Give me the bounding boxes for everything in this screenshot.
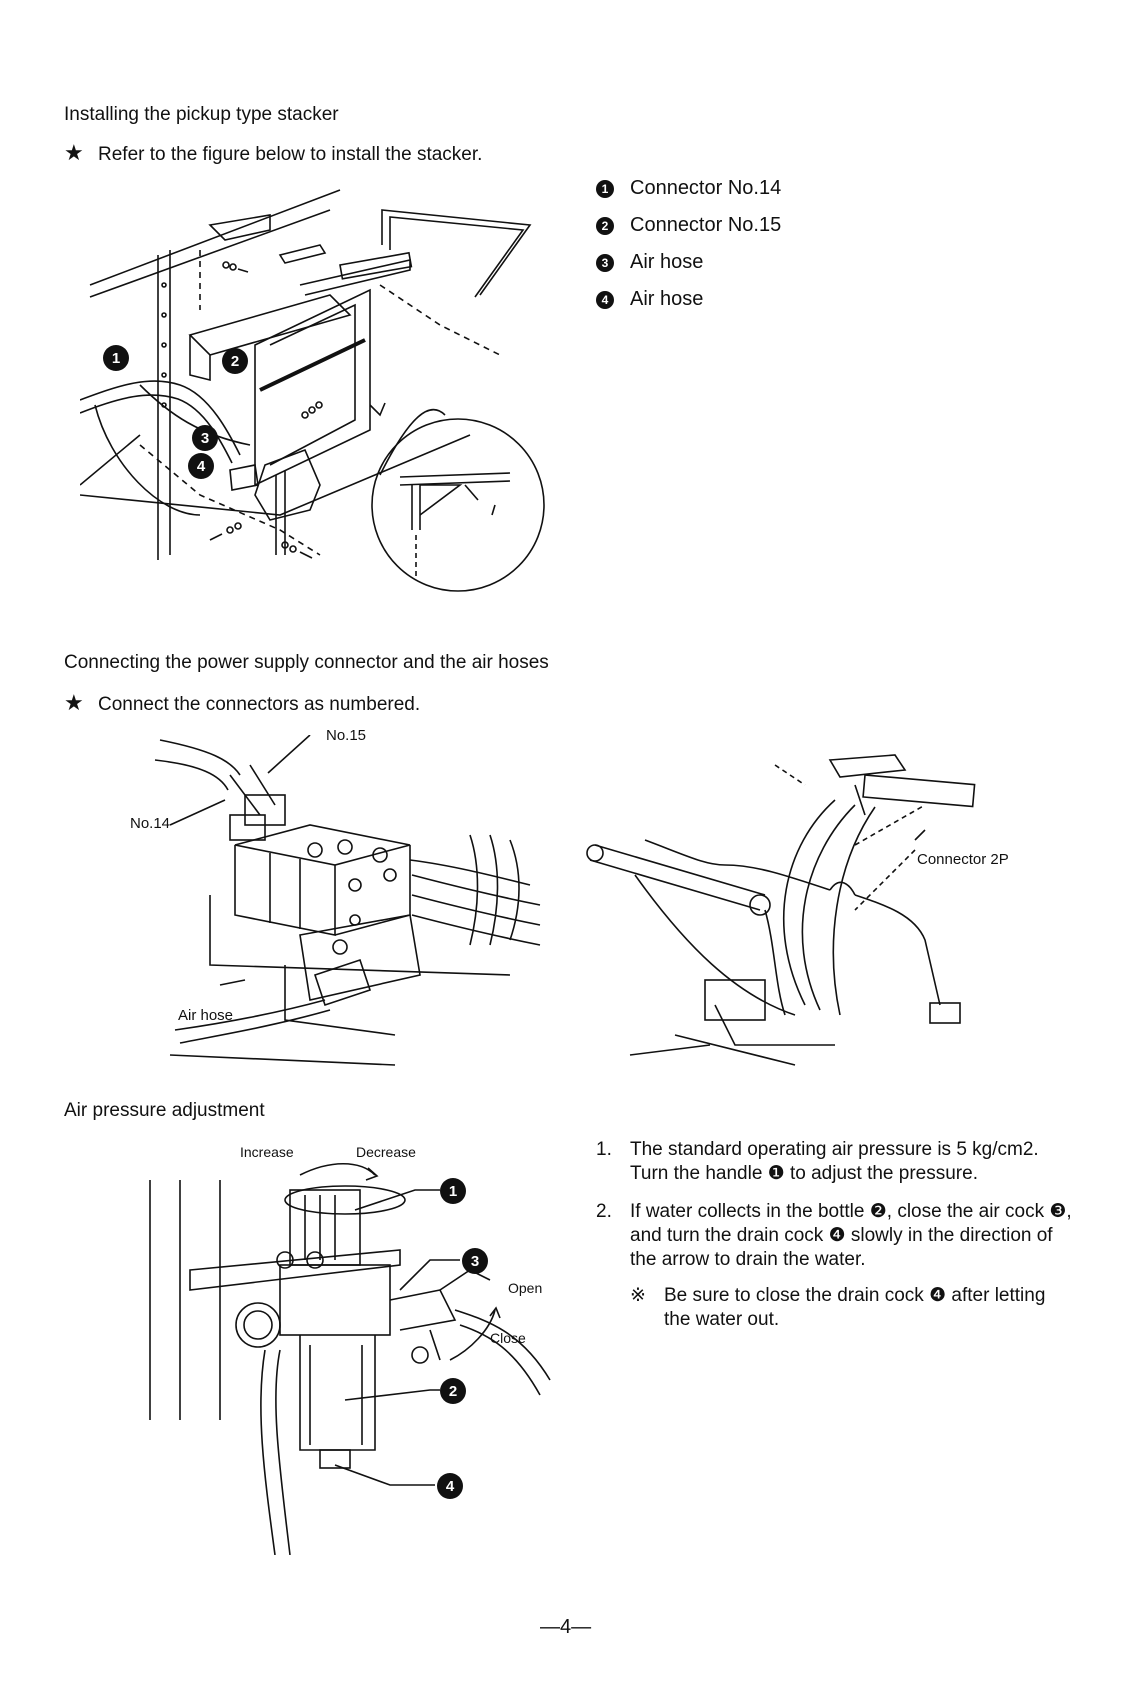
callout-3-icon: 3 <box>192 425 218 451</box>
label-no14: No.14 <box>130 815 171 832</box>
step-text: If water collects in the bottle ❷, close… <box>630 1201 1072 1270</box>
callout-2-icon: 2 <box>596 216 614 235</box>
section2-title: Connecting the power supply connector an… <box>64 652 549 673</box>
legend-item: 4 Air hose <box>596 281 876 318</box>
label-increase: Increase <box>240 1144 294 1160</box>
section1-instruction: Refer to the figure below to install the… <box>98 144 483 165</box>
callout-legend: 1 Connector No.14 2 Connector No.15 3 Ai… <box>596 170 876 318</box>
step-1: 1. The standard operating air pressure i… <box>596 1138 1076 1186</box>
callout-3-icon: 3 <box>596 253 614 272</box>
star-icon: ★ <box>64 140 84 165</box>
callout-2-icon: 2 <box>440 1378 466 1404</box>
connector-valve-figure: No.15 No.14 Air hose <box>130 727 570 1080</box>
label-close: Close <box>490 1330 526 1346</box>
stacker-installation-figure: 1 2 3 4 <box>80 185 590 630</box>
label-connector-2p: Connector 2P <box>917 851 1009 868</box>
step-number: 2. <box>596 1201 612 1222</box>
cylinder-connector-figure: Connector 2P <box>585 745 1030 1085</box>
section2-instruction-row: ★ Connect the connectors as numbered. <box>64 690 420 716</box>
callout-2-icon: 2 <box>222 348 248 374</box>
section2-instruction: Connect the connectors as numbered. <box>98 694 421 715</box>
step-text: The standard operating air pressure is 5… <box>630 1139 1039 1184</box>
callout-3-icon: 3 <box>462 1248 488 1274</box>
air-regulator-figure: Increase Decrease Open Close 1 3 2 4 <box>140 1144 560 1555</box>
legend-item: 1 Connector No.14 <box>596 170 876 207</box>
star-icon: ★ <box>64 690 84 715</box>
legend-item: 2 Connector No.15 <box>596 207 876 244</box>
legend-label: Connector No.14 <box>630 177 782 199</box>
note-symbol: ※ <box>630 1285 646 1306</box>
callout-4-icon: 4 <box>188 453 214 479</box>
callout-4-icon: 4 <box>596 290 614 309</box>
step-number: 1. <box>596 1139 612 1160</box>
legend-label: Air hose <box>630 288 704 310</box>
step-2: 2. If water collects in the bottle ❷, cl… <box>596 1200 1076 1272</box>
label-air-hose: Air hose <box>178 1007 234 1024</box>
section3-title: Air pressure adjustment <box>64 1100 265 1121</box>
label-open: Open <box>508 1280 543 1296</box>
label-decrease: Decrease <box>356 1144 416 1160</box>
callout-1-icon: 1 <box>440 1178 466 1204</box>
label-no15: No.15 <box>326 727 367 744</box>
callout-1-icon: 1 <box>596 179 614 198</box>
legend-item: 3 Air hose <box>596 244 876 281</box>
section1-instruction-row: ★ Refer to the figure below to install th… <box>64 140 482 166</box>
callout-4-icon: 4 <box>437 1473 463 1499</box>
note: ※ Be sure to close the drain cock ❹ afte… <box>630 1284 1076 1332</box>
legend-label: Connector No.15 <box>630 214 782 236</box>
note-text: Be sure to close the drain cock ❹ after … <box>664 1285 1046 1330</box>
section1-title: Installing the pickup type stacker <box>64 104 339 125</box>
page-number: —4— <box>540 1616 592 1638</box>
callout-1-icon: 1 <box>103 345 129 371</box>
legend-label: Air hose <box>630 251 704 273</box>
